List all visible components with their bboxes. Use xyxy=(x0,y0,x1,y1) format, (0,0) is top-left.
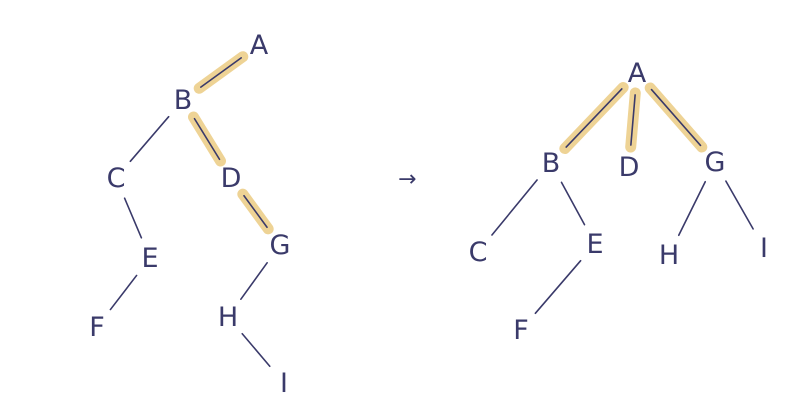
transform-arrow: → xyxy=(398,167,416,192)
left-node-E: E xyxy=(141,243,158,274)
right-edge-E-F xyxy=(534,259,582,315)
right-node-E: E xyxy=(586,229,603,260)
left-node-B: B xyxy=(174,85,193,116)
left-edge-C-E xyxy=(123,197,143,239)
left-node-I: I xyxy=(280,368,288,399)
left-edge-G-H xyxy=(240,262,268,300)
right-node-G: G xyxy=(705,147,726,178)
right-edge-A-B xyxy=(565,88,623,148)
right-edge-A-D xyxy=(630,94,636,146)
right-edge-G-H xyxy=(677,180,707,237)
left-node-D: D xyxy=(221,163,242,194)
left-node-C: C xyxy=(107,163,126,194)
left-node-A: A xyxy=(250,30,269,61)
right-node-H: H xyxy=(659,240,679,271)
right-node-I: I xyxy=(760,233,768,264)
right-node-F: F xyxy=(513,315,529,346)
left-node-G: G xyxy=(270,230,291,261)
right-node-B: B xyxy=(542,148,561,179)
left-edge-A-B xyxy=(200,57,242,88)
left-edge-B-C xyxy=(129,115,170,163)
right-node-A: A xyxy=(628,58,647,89)
right-edge-G-I xyxy=(725,180,754,230)
left-edge-D-G xyxy=(243,194,268,229)
right-edge-B-E xyxy=(560,181,586,226)
left-edge-B-D xyxy=(193,117,221,161)
left-node-F: F xyxy=(89,312,105,343)
left-node-H: H xyxy=(218,302,238,333)
left-edge-H-I xyxy=(241,332,271,368)
left-edge-E-F xyxy=(109,274,138,311)
right-node-D: D xyxy=(619,152,640,183)
right-node-C: C xyxy=(469,237,488,268)
left-tree: A B C D E G F H I xyxy=(89,30,290,399)
right-tree: A B D G C E H I F xyxy=(469,58,768,346)
right-edge-A-G xyxy=(650,88,702,147)
right-edge-B-C xyxy=(491,179,538,236)
